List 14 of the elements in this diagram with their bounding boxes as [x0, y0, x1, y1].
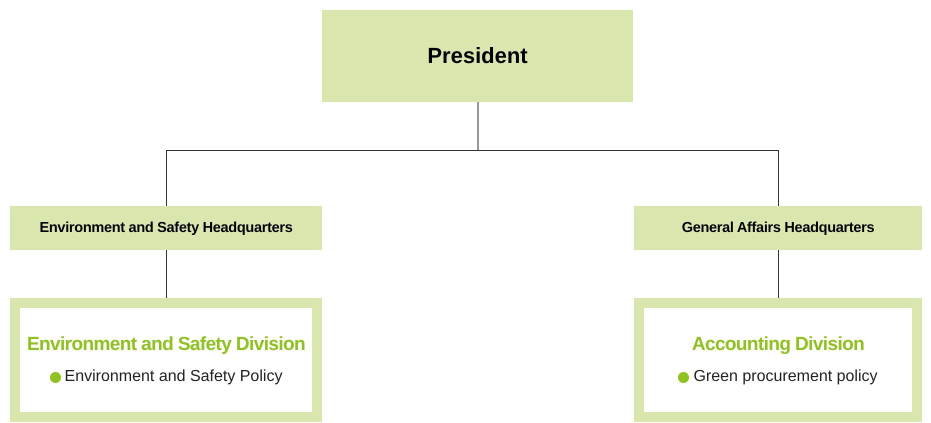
division-title: Environment and Safety Division	[26, 334, 306, 356]
connector-line	[166, 250, 167, 298]
division-box	[634, 298, 922, 422]
policy-text: Environment and Safety Policy	[64, 368, 282, 386]
policy-text: Green procurement policy	[693, 368, 878, 386]
box-title: President	[427, 43, 528, 69]
org-box	[322, 10, 633, 102]
division-box	[10, 298, 322, 422]
division-title: Accounting Division	[692, 334, 864, 356]
org-box	[634, 206, 922, 250]
box-title: General Affairs Headquarters	[682, 220, 874, 236]
connector-line	[778, 250, 779, 298]
box-title: Environment and Safety Headquarters	[40, 220, 292, 236]
org-box	[10, 206, 322, 250]
